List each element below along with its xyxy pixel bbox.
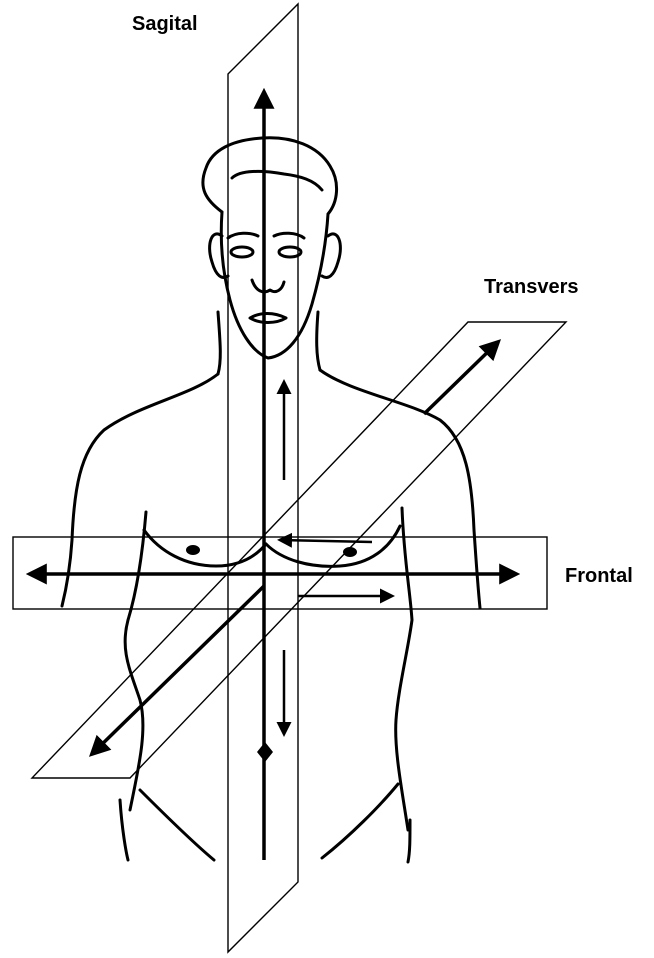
eyebrows xyxy=(228,233,304,238)
left-nipple xyxy=(186,545,200,555)
neck-right xyxy=(317,312,320,370)
left-eye xyxy=(231,247,253,257)
neck-left xyxy=(218,312,220,374)
mouth xyxy=(250,314,286,323)
left-waist xyxy=(120,800,128,860)
human-figure xyxy=(62,138,480,862)
right-hip-line xyxy=(322,784,398,858)
sagital-label: Sagital xyxy=(132,13,198,35)
frontal-label: Frontal xyxy=(565,565,633,587)
transvers-label: Transvers xyxy=(484,276,579,298)
left-hip-line xyxy=(140,790,214,860)
left-pectoral xyxy=(144,530,266,566)
transverse-plane xyxy=(32,322,566,778)
nose xyxy=(252,280,284,292)
right-torso-side xyxy=(396,508,412,830)
hairline xyxy=(232,171,322,190)
transverse-up-arrow xyxy=(424,342,498,414)
right-pectoral xyxy=(266,526,400,566)
